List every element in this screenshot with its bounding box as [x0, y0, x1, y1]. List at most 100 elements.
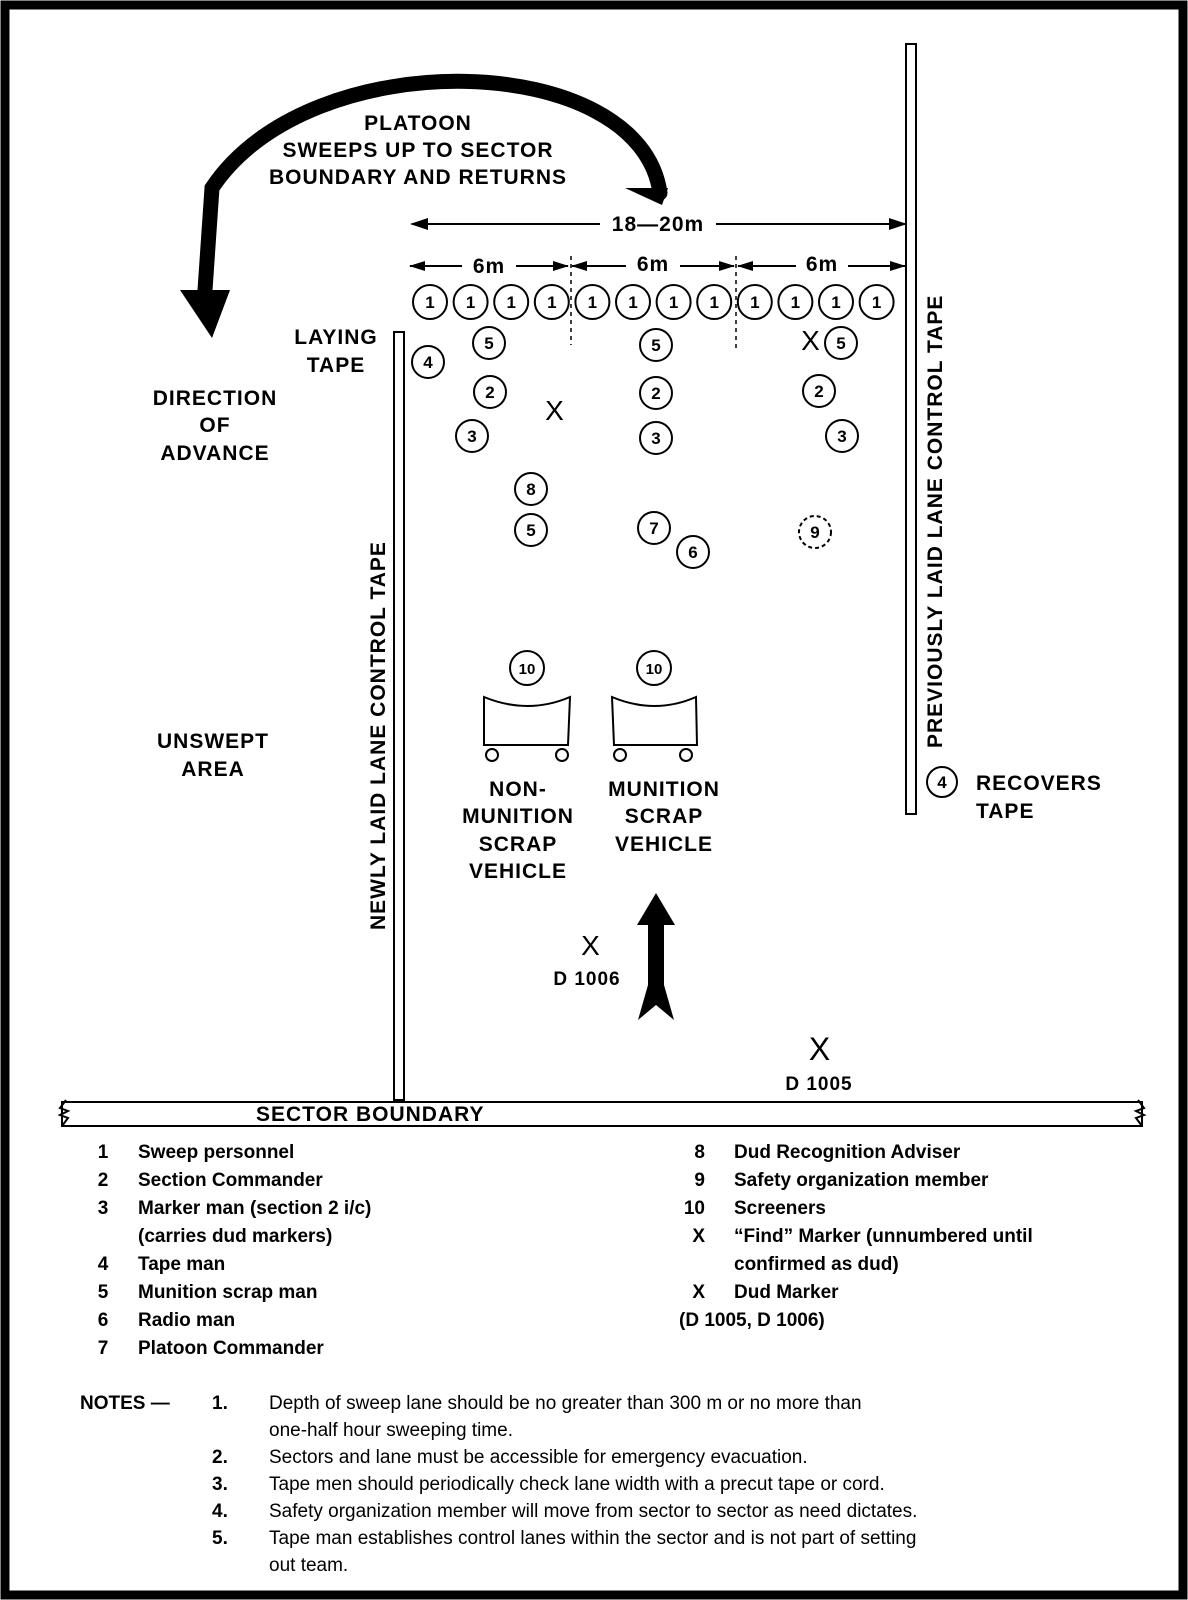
munition-vehicle-icon: [610, 695, 699, 762]
non-munition-vehicle-label-line-4: VEHICLE: [469, 860, 567, 883]
tape-man-right-number: 4: [937, 773, 947, 792]
total-width-label: 18—20m: [612, 213, 704, 236]
legend-number: 7: [98, 1338, 109, 1359]
sweep-person-circle: [777, 284, 814, 320]
note-number: 1.: [212, 1393, 228, 1414]
note-line: out team.: [269, 1555, 348, 1576]
sweep-person-number: 1: [750, 293, 759, 312]
recovers-tape-label-line-2: TAPE: [976, 800, 1034, 823]
scrap-man-4-number: 5: [526, 521, 535, 540]
legend-number: 8: [694, 1142, 705, 1163]
section-commander-3-number: 2: [814, 382, 823, 401]
legend-text: Safety organization member: [734, 1170, 989, 1191]
screener-2-number: 10: [646, 661, 663, 678]
legend-text: Section Commander: [138, 1170, 323, 1191]
screener-1-number: 10: [519, 661, 536, 678]
scrap-man-1-number: 5: [484, 334, 493, 353]
legend-number: 10: [684, 1198, 705, 1219]
tape-man-left-number: 4: [423, 353, 433, 372]
legend-number: 4: [98, 1254, 109, 1275]
section-2-width-label: 6m: [637, 253, 669, 276]
dud-adviser-number: 8: [526, 480, 535, 499]
sweep-person-circle: [818, 284, 854, 320]
note-number: 2.: [212, 1447, 228, 1468]
legend-number: 6: [98, 1310, 109, 1331]
sector-boundary-label: SECTOR BOUNDARY: [256, 1103, 485, 1126]
sweep-person-circle: [412, 284, 448, 320]
newly-laid-tape: [393, 331, 405, 1101]
munition-vehicle-label-line-1: MUNITION: [608, 778, 720, 801]
legend-text: (D 1005, D 1006): [679, 1310, 825, 1331]
legend-text: Dud Recognition Adviser: [734, 1142, 961, 1163]
legend-text: Platoon Commander: [138, 1338, 324, 1359]
scrap-man-3-number: 5: [836, 334, 845, 353]
sweep-person-number: 1: [709, 293, 718, 312]
section-commander-3-circle: [802, 374, 836, 408]
note-line: Sectors and lane must be accessible for …: [269, 1447, 808, 1468]
note-line: Tape man establishes control lanes withi…: [269, 1528, 916, 1549]
scrap-man-4-circle: [514, 513, 548, 547]
legend-text: Sweep personnel: [138, 1142, 294, 1163]
legend-text: Marker man (section 2 i/c): [138, 1198, 371, 1219]
legend-number: 3: [98, 1198, 109, 1219]
marker-man-1-circle: [455, 419, 489, 453]
scrap-man-1-circle: [472, 326, 506, 360]
sweep-person-circle: [452, 284, 489, 320]
non-munition-vehicle-label-line-1: NON-: [489, 778, 547, 801]
note-line: one-half hour sweeping time.: [269, 1420, 513, 1441]
section-1-width-label: 6m: [473, 255, 505, 278]
platoon-commander-number: 7: [649, 519, 658, 538]
radio-man-circle: [676, 535, 710, 569]
dud-marker-1006-symbol: X: [581, 930, 601, 961]
tape-man-right-circle: [926, 766, 958, 798]
sweep-person-number: 1: [628, 293, 637, 312]
sweep-arc-label-line-3: BOUNDARY AND RETURNS: [269, 166, 567, 189]
total-width-dimension: [410, 218, 907, 230]
newly-laid-tape-label: NEWLY LAID LANE CONTROL TAPE: [367, 541, 390, 930]
non-munition-vehicle-label-line-2: MUNITION: [462, 805, 574, 828]
section-commander-1-circle: [473, 375, 507, 409]
safety-member-circle: [798, 515, 832, 549]
sweep-person-circle: [493, 284, 530, 320]
munition-vehicle-label-line-3: VEHICLE: [615, 833, 713, 856]
advance-arrow-icon: [637, 893, 675, 1020]
legend-text: Screeners: [734, 1198, 826, 1219]
notes-list: 1. Depth of sweep lane should be no great…: [212, 1393, 917, 1576]
sector-boundary-bar: [57, 1099, 1147, 1127]
legend-text: confirmed as dud): [734, 1254, 899, 1275]
sweep-person-number: 1: [588, 293, 597, 312]
sweep-person-number: 1: [506, 293, 515, 312]
non-munition-vehicle-icon: [483, 695, 572, 762]
marker-man-1-number: 3: [467, 427, 476, 446]
section-commander-2-circle: [639, 376, 673, 410]
screener-1-circle: [509, 650, 545, 686]
direction-label-line-2: OF: [199, 414, 230, 437]
munition-vehicle-label-line-2: SCRAP: [625, 805, 704, 828]
sweep-arc-label-line-1: PLATOON: [364, 112, 472, 135]
section-width-dimensions: [409, 256, 906, 352]
legend-number: X: [692, 1226, 705, 1247]
find-marker-2: X: [801, 325, 821, 356]
find-marker-1: X: [545, 395, 565, 426]
previously-laid-tape-label: PREVIOUSLY LAID LANE CONTROL TAPE: [924, 295, 947, 748]
note-number: 4.: [212, 1501, 228, 1522]
recovers-tape-label-line-1: RECOVERS: [976, 772, 1102, 795]
sweep-person-circle: [533, 284, 570, 320]
note-line: Safety organization member will move fro…: [269, 1501, 917, 1522]
legend-text: (carries dud markers): [138, 1226, 332, 1247]
marker-man-3-circle: [825, 419, 859, 453]
sweep-person-number: 1: [872, 293, 881, 312]
unswept-label-line-2: AREA: [181, 758, 245, 781]
note-line: Depth of sweep lane should be no greater…: [269, 1393, 862, 1414]
sweep-person-circle: [574, 284, 611, 320]
sweep-person-number: 1: [466, 293, 475, 312]
tape-man-left-circle: [411, 345, 445, 379]
sweep-person-circle: [615, 284, 651, 320]
sweep-person-number: 1: [425, 293, 434, 312]
note-line: Tape men should periodically check lane …: [269, 1474, 885, 1495]
